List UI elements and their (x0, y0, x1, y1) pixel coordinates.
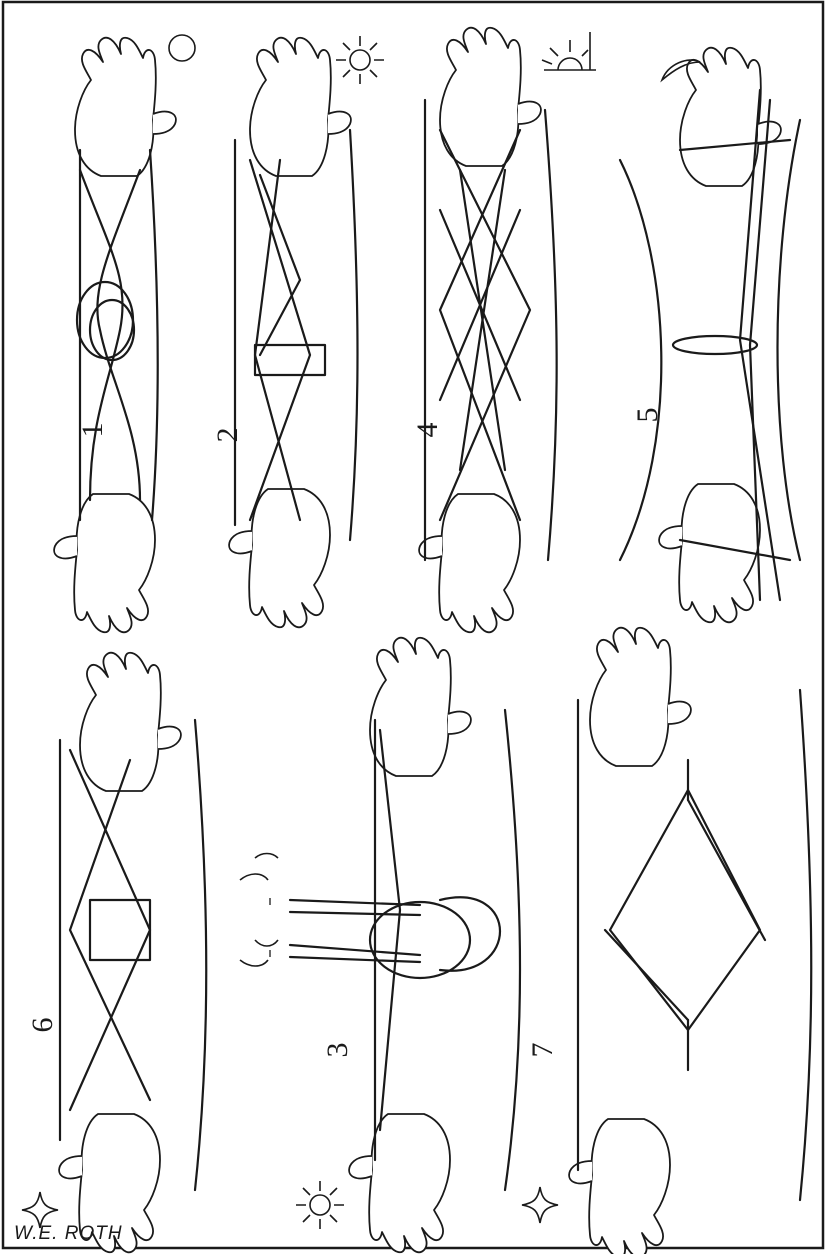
sun-icon (296, 1181, 344, 1229)
full-moon-icon (169, 35, 195, 61)
figure-7 (569, 628, 811, 1254)
figure-6-number: 6 (26, 1018, 59, 1033)
rising-sun-icon (542, 32, 596, 70)
figure-5 (620, 48, 800, 623)
lower-hand (54, 494, 155, 632)
figure-7-number: 7 (526, 1043, 559, 1058)
figure-5-number: 5 (631, 408, 664, 423)
figure-4-number: 4 (411, 423, 444, 438)
upper-hand (75, 38, 176, 176)
figure-4 (419, 28, 557, 633)
figure-2-number: 2 (211, 428, 244, 443)
figure-1 (54, 38, 176, 633)
figure-6 (59, 653, 206, 1253)
sun-icon (336, 36, 384, 84)
figure-2 (229, 38, 357, 628)
artist-signature: W.E. ROTH (14, 1223, 123, 1244)
figure-3 (270, 638, 520, 1253)
figure-1-number: 1 (76, 423, 109, 438)
star-icon (522, 1187, 558, 1223)
arc-marks (240, 854, 278, 967)
figure-3-number: 3 (321, 1043, 354, 1058)
